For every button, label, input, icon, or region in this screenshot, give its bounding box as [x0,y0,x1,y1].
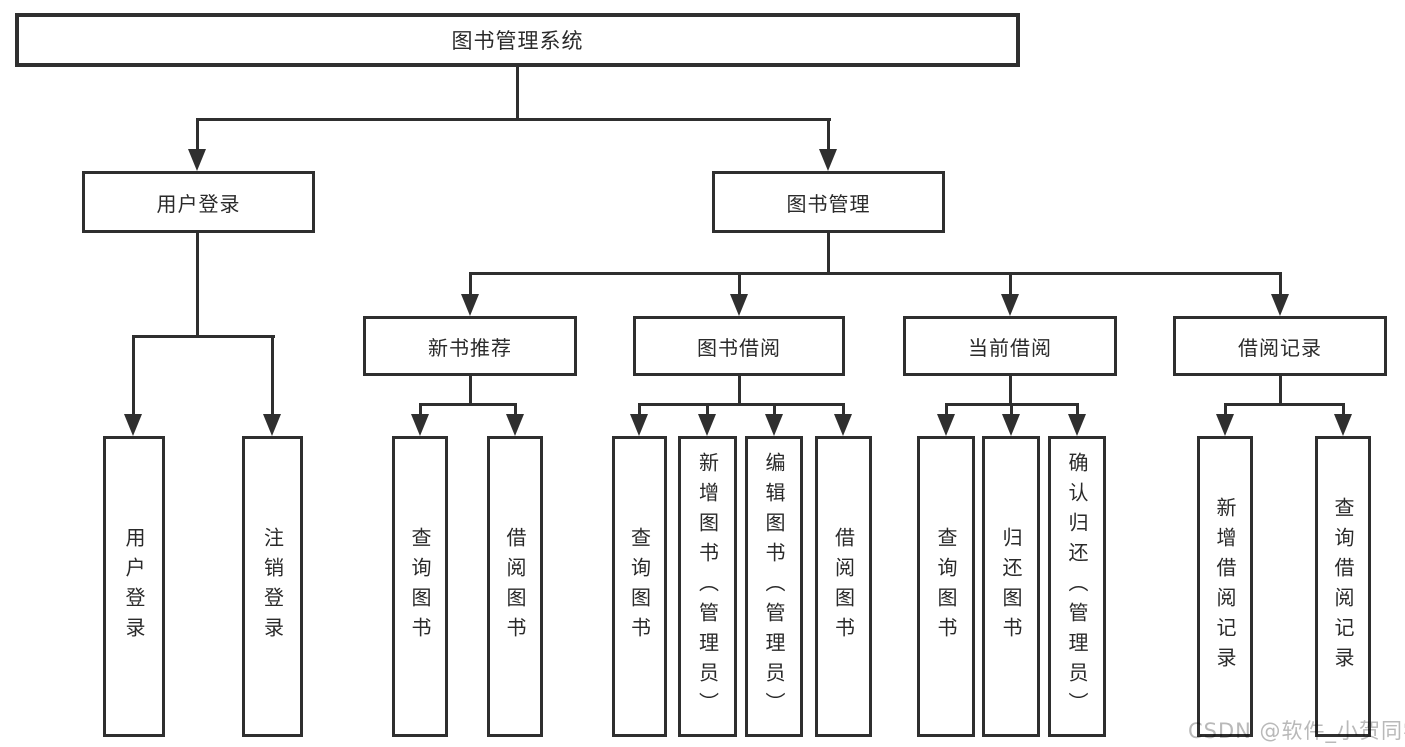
arrowhead-down-icon [730,294,748,316]
arrowhead-down-icon [819,149,837,171]
watermark: CSDN @软件_小贺同学 [1188,719,1405,743]
connector-drop [1342,404,1345,418]
node-new-book-recommend-label: 新书推荐 [428,335,512,360]
node-root: 图书管理系统 [15,13,1020,67]
node-current-borrow-label: 当前借阅 [968,335,1052,360]
leaf-borrow-books-2-label: 借阅图书 [831,526,856,647]
connector-drop [196,119,199,153]
connector-stub [196,233,199,338]
leaf-logout: 注销登录 [242,436,303,737]
node-borrow-records: 借阅记录 [1173,316,1387,376]
arrowhead-down-icon [1271,294,1289,316]
arrowhead-down-icon [263,414,281,436]
node-root-label: 图书管理系统 [451,29,584,53]
arrowhead-down-icon [411,414,429,436]
connector-stub [738,376,741,406]
connector-rail [196,118,831,121]
arrowhead-down-icon [834,414,852,436]
connector-drop [271,336,274,418]
connector-drop [132,336,135,418]
arrowhead-down-icon [188,149,206,171]
connector-drop [514,404,517,418]
connector-rail [1224,403,1345,406]
leaf-add-books-admin: 新增图书（管理员） [678,436,737,737]
node-book-management-label: 图书管理 [786,191,871,216]
connector-drop [945,404,948,418]
leaf-borrow-books-2: 借阅图书 [815,436,872,737]
leaf-query-books-1: 查询图书 [392,436,448,737]
arrowhead-down-icon [698,414,716,436]
leaf-edit-books-admin: 编辑图书（管理员） [745,436,803,737]
leaf-query-books-2-label: 查询图书 [627,526,652,647]
connector-stub [516,67,519,120]
leaf-add-borrow-record-label: 新增借阅记录 [1213,496,1237,677]
arrowhead-down-icon [506,414,524,436]
node-book-borrow-label: 图书借阅 [697,335,781,360]
connector-stub [827,233,830,275]
leaf-borrow-books-1: 借阅图书 [487,436,543,737]
leaf-add-borrow-record: 新增借阅记录 [1197,436,1253,737]
node-current-borrow: 当前借阅 [903,316,1117,376]
connector-drop [773,404,776,418]
leaf-add-books-admin-label: 新增图书（管理员） [695,451,720,722]
arrowhead-down-icon [937,414,955,436]
connector-drop [738,273,741,298]
leaf-query-borrow-record-label: 查询借阅记录 [1331,496,1355,677]
arrowhead-down-icon [1002,414,1020,436]
arrowhead-down-icon [1334,414,1352,436]
node-new-book-recommend: 新书推荐 [363,316,577,376]
leaf-confirm-return-admin-label: 确认归还（管理员） [1065,451,1089,722]
connector-drop [1224,404,1227,418]
node-book-borrow: 图书借阅 [633,316,845,376]
connector-drop [706,404,709,418]
connector-drop [419,404,422,418]
leaf-query-books-2: 查询图书 [612,436,667,737]
connector-drop [469,273,472,298]
connector-drop [1279,273,1282,298]
connector-drop [1009,273,1012,298]
connector-drop [638,404,641,418]
arrowhead-down-icon [765,414,783,436]
connector-rail [419,403,517,406]
node-user-login-label: 用户登录 [156,191,241,216]
leaf-query-books-1-label: 查询图书 [408,526,432,647]
connector-stub [1279,376,1282,406]
node-user-login: 用户登录 [82,171,315,233]
node-book-management: 图书管理 [712,171,945,233]
leaf-return-books: 归还图书 [982,436,1040,737]
connector-rail [638,403,845,406]
leaf-query-borrow-record: 查询借阅记录 [1315,436,1371,737]
arrowhead-down-icon [1068,414,1086,436]
node-borrow-records-label: 借阅记录 [1238,335,1322,360]
leaf-logout-label: 注销登录 [260,526,285,647]
leaf-query-books-3: 查询图书 [917,436,975,737]
connector-drop [842,404,845,418]
leaf-borrow-books-1-label: 借阅图书 [503,526,527,647]
connector-stub [1009,376,1012,406]
connector-rail [132,335,275,338]
leaf-edit-books-admin-label: 编辑图书（管理员） [762,451,786,722]
arrowhead-down-icon [1001,294,1019,316]
arrowhead-down-icon [124,414,142,436]
connector-stub [469,376,472,406]
leaf-user-login-label: 用户登录 [122,526,146,647]
leaf-user-login: 用户登录 [103,436,165,737]
leaf-confirm-return-admin: 确认归还（管理员） [1048,436,1106,737]
arrowhead-down-icon [1216,414,1234,436]
arrowhead-down-icon [461,294,479,316]
connector-rail [469,272,1282,275]
connector-drop [1010,404,1013,418]
arrowhead-down-icon [630,414,648,436]
connector-drop [827,119,830,153]
leaf-query-books-3-label: 查询图书 [934,526,958,647]
connector-drop [1076,404,1079,418]
leaf-return-books-label: 归还图书 [999,526,1023,647]
